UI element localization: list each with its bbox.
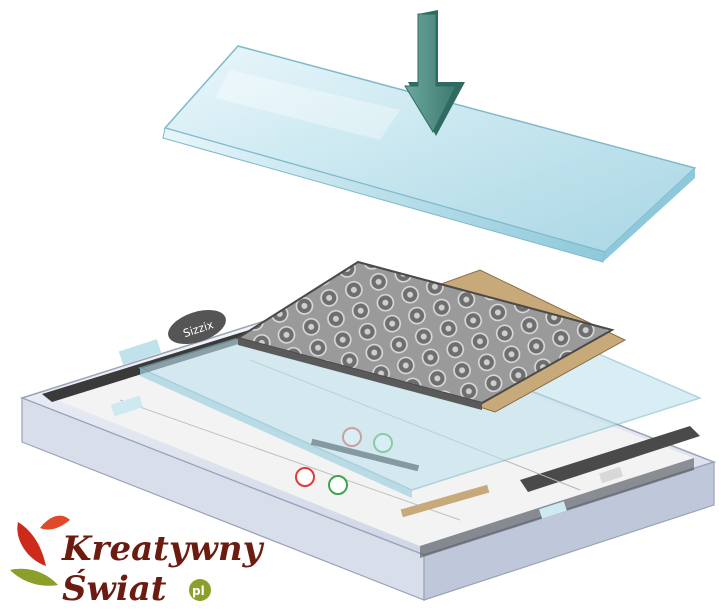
brand-logo: Kreatywny Świat pl [10, 516, 265, 609]
logo-line1: Kreatywny [61, 529, 265, 569]
red-leaf-icon [40, 516, 70, 530]
logo-suffix: pl [192, 584, 205, 598]
logo-line2: Świat [62, 568, 167, 609]
red-indicator-icon [296, 468, 314, 486]
green-leaf-icon [10, 569, 58, 586]
green-indicator-icon [329, 476, 347, 494]
